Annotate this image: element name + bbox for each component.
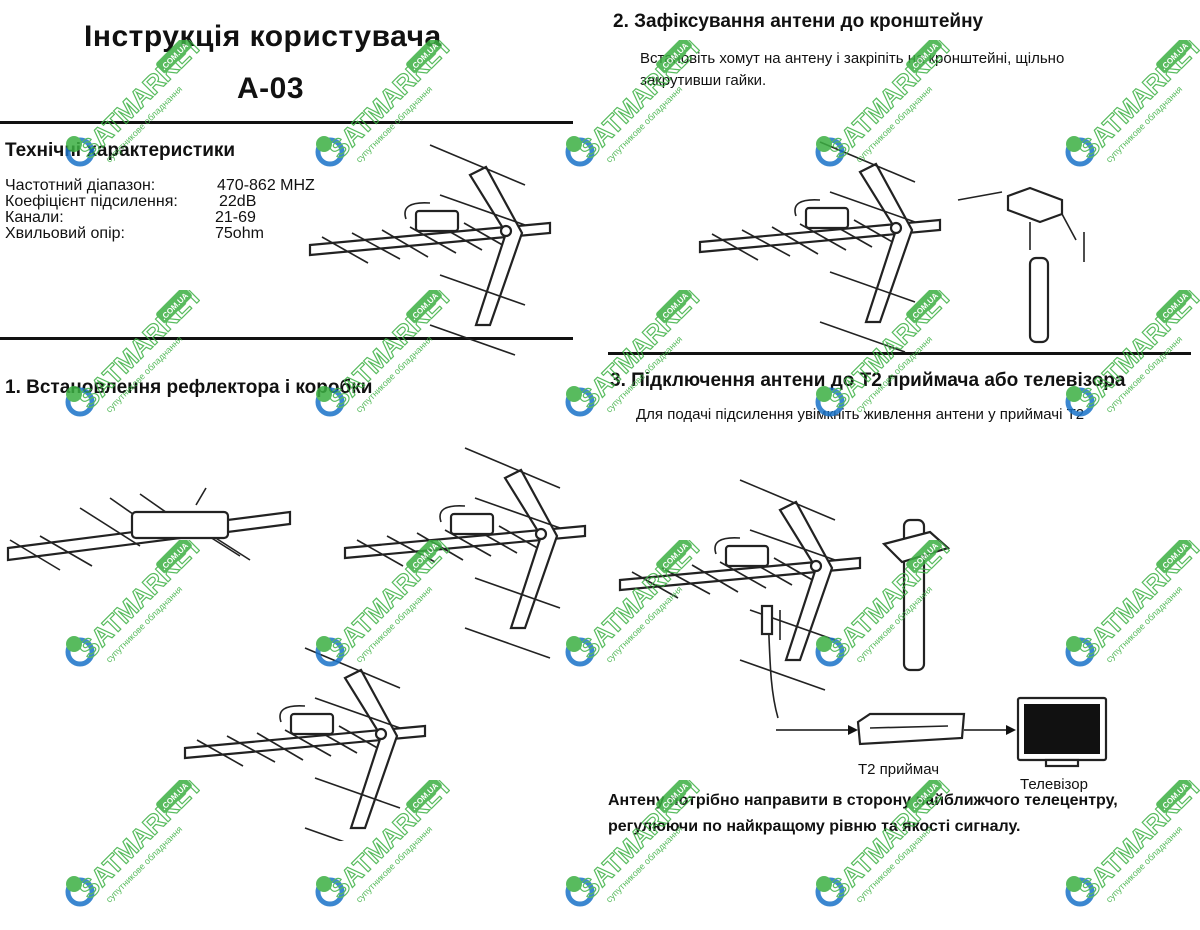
step3-heading: 3. Підключення антени до Т2 приймача або… [610, 370, 1126, 391]
mast-drawing [881, 518, 951, 672]
step2-antenna-drawing [698, 140, 942, 354]
bracket-drawing [957, 186, 1085, 344]
document-title: Інструкція користувача [84, 20, 442, 53]
divider-top-left [0, 121, 573, 124]
step1-heading: 1. Встановлення рефлектора і коробки [5, 377, 373, 398]
model-number: A-03 [237, 72, 305, 105]
spec-label: Хвильовий опір: [5, 225, 125, 242]
specs-heading: Технічні характеристики [5, 140, 236, 161]
divider-mid-left [0, 337, 573, 340]
spec-row: Хвильовий опір: 75ohm [5, 226, 335, 242]
antenna-illustrations [6, 140, 1108, 841]
receiver-label: Т2 приймач [858, 761, 940, 778]
spec-label: Канали: [5, 209, 64, 226]
divider-right [608, 352, 1191, 355]
step2-text-line2: закрутивши гайки. [640, 72, 767, 89]
connection-arrows [776, 725, 1016, 735]
step3-text: Для подачі підсилення увімкніть живлення… [636, 406, 1085, 423]
spec-row: Канали: 21-69 [5, 210, 335, 226]
footer-note-line2: регулюючи по найкращому рівню та якості … [608, 818, 1021, 835]
spec-value: 75ohm [215, 225, 264, 242]
specs-table: Частотний діапазон: 470-862 MHZ Коефіціє… [5, 178, 335, 242]
spec-label: Частотний діапазон: [5, 177, 156, 194]
tv-drawing [1016, 696, 1108, 768]
step1-assembled-drawing [343, 446, 587, 660]
step2-text-line1: Встановіть хомут на антену і закріпіть н… [640, 50, 1065, 67]
step2-heading: 2. Зафіксування антени до кронштейну [613, 11, 984, 32]
spec-row: Коефіцієнт підсилення: 22dB [5, 194, 335, 210]
spec-row: Частотний діапазон: 470-862 MHZ [5, 178, 335, 194]
spec-value: 21-69 [215, 209, 256, 226]
receiver-drawing [856, 712, 966, 746]
cable-drawing [760, 604, 781, 719]
spec-value: 470-862 MHZ [217, 177, 315, 194]
spec-value: 22dB [219, 193, 257, 210]
step1-reflector-drawing [6, 487, 292, 571]
spec-label: Коефіцієнт підсилення: [5, 193, 178, 210]
step3-antenna-drawing [618, 478, 862, 692]
footer-note-line1: Антену потрібно направити в сторону найб… [608, 792, 1118, 809]
step1-box-drawing [183, 646, 427, 841]
tv-label: Телевізор [1020, 776, 1088, 793]
antenna-hero [308, 143, 552, 357]
